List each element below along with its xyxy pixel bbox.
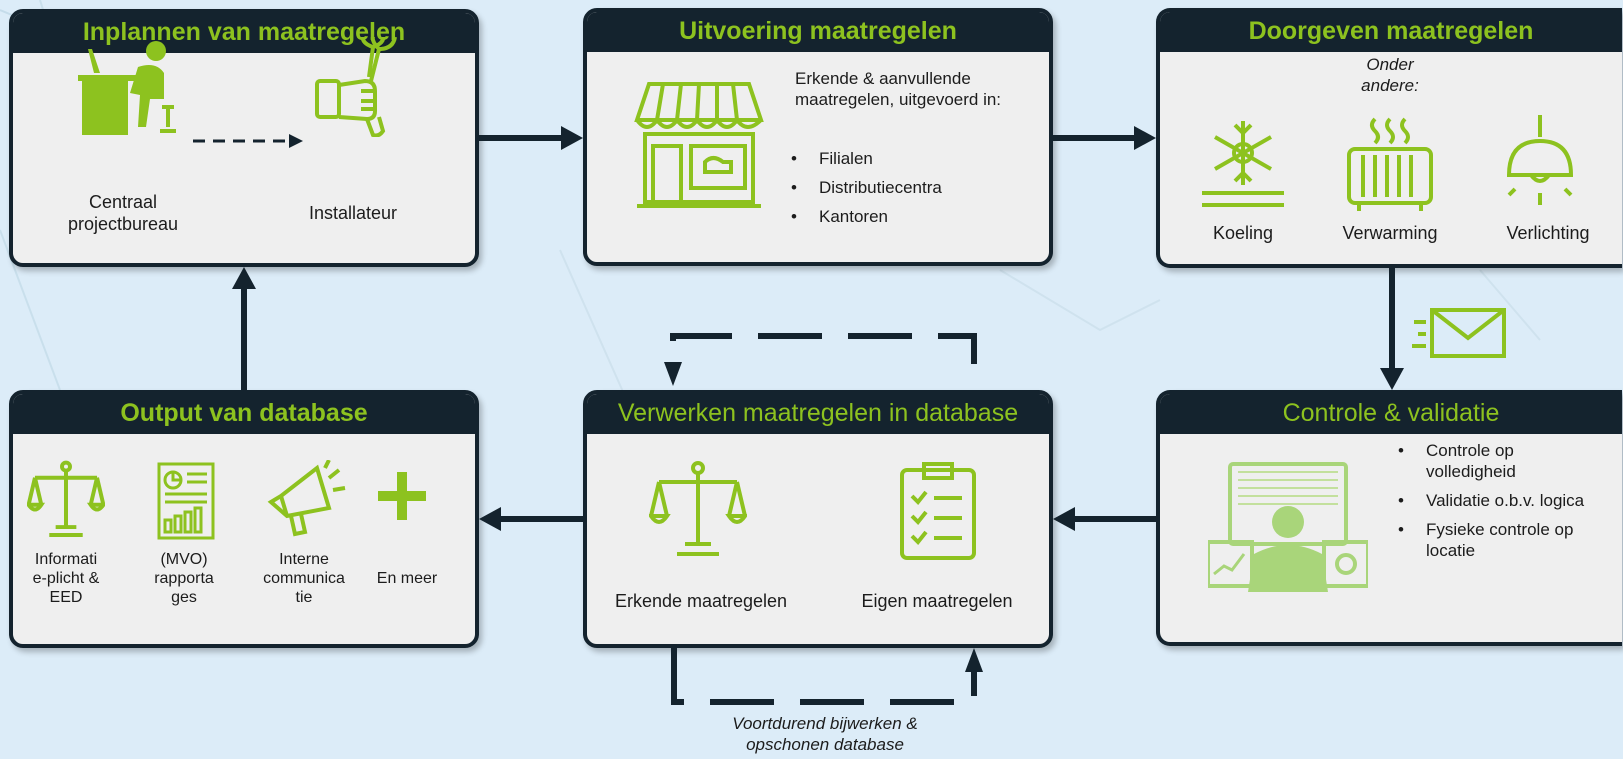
checklist-icon xyxy=(900,462,976,560)
box-pass: Doorgeven maatregelen Onder andere: Koel… xyxy=(1156,8,1622,268)
megaphone-icon xyxy=(267,460,346,537)
output-item-information: Informati e-plicht & EED xyxy=(32,551,100,606)
box-exec: Uitvoering maatregelen Erkende & aanvull… xyxy=(583,8,1053,266)
dashed-arrow xyxy=(193,134,303,148)
output-item-report: (MVO) rapporta ges xyxy=(154,551,214,606)
box-process: Verwerken maatregelen in database Erkend… xyxy=(583,390,1053,648)
process-right-label: Eigen maatregelen xyxy=(861,591,1013,611)
plus-icon xyxy=(378,472,426,520)
box-output: Output van database Informati e-plicht &… xyxy=(9,390,479,648)
data-analyst-icon xyxy=(1208,462,1368,592)
exec-item: Filialen xyxy=(789,148,1019,169)
pass-item-verlichting: Verlichting xyxy=(1506,223,1590,243)
lamp-icon xyxy=(1506,115,1574,205)
pass-title: Doorgeven maatregelen xyxy=(1160,12,1622,52)
exec-intro: Erkende & aanvullende maatregelen, uitge… xyxy=(795,69,1002,109)
loop-bottom xyxy=(671,648,977,705)
plan-title: Inplannen van maatregelen xyxy=(13,13,475,53)
exec-item: Kantoren xyxy=(789,206,1019,227)
radiator-icon xyxy=(1347,117,1433,211)
envelope-icon xyxy=(1412,308,1506,358)
pass-item-koeling: Koeling xyxy=(1212,223,1274,243)
loop-caption: Voortdurend bijwerken & opschonen databa… xyxy=(732,714,918,754)
exec-list: Filialen Distributiecentra Kantoren xyxy=(789,148,1019,235)
process-left-label: Erkende maatregelen xyxy=(614,591,788,611)
pass-item-verwarming: Verwarming xyxy=(1342,223,1438,243)
control-item: Fysieke controle op locatie xyxy=(1396,519,1596,561)
exec-title: Uitvoering maatregelen xyxy=(587,12,1049,52)
scales-icon xyxy=(27,460,105,538)
plan-right-label: Installateur xyxy=(308,203,398,223)
control-list: Controle op volledigheid Validatie o.b.v… xyxy=(1396,440,1596,569)
output-item-more: En meer xyxy=(376,570,438,587)
output-title: Output van database xyxy=(13,394,475,434)
office-worker-icon xyxy=(78,41,176,135)
loop-top xyxy=(670,333,977,365)
storefront-icon xyxy=(634,82,764,208)
snowflake-icon xyxy=(1202,121,1284,207)
box-control: Controle & validatie Controle op volledi… xyxy=(1156,390,1622,646)
control-item: Controle op volledigheid xyxy=(1396,440,1596,482)
pass-subtitle: Onder andere: xyxy=(1361,55,1419,95)
box-plan: Inplannen van maatregelen Centraal proje… xyxy=(9,9,479,267)
output-item-communication: Interne communica tie xyxy=(263,551,345,606)
exec-item: Distributiecentra xyxy=(789,177,1019,198)
report-icon xyxy=(157,462,215,540)
process-title: Verwerken maatregelen in database xyxy=(587,394,1049,434)
wrench-hand-icon xyxy=(315,37,397,137)
plan-left-label: Centraal projectbureau xyxy=(67,192,179,234)
scales-icon xyxy=(649,461,747,556)
control-item: Validatie o.b.v. logica xyxy=(1396,490,1596,511)
control-title: Controle & validatie xyxy=(1160,394,1622,434)
